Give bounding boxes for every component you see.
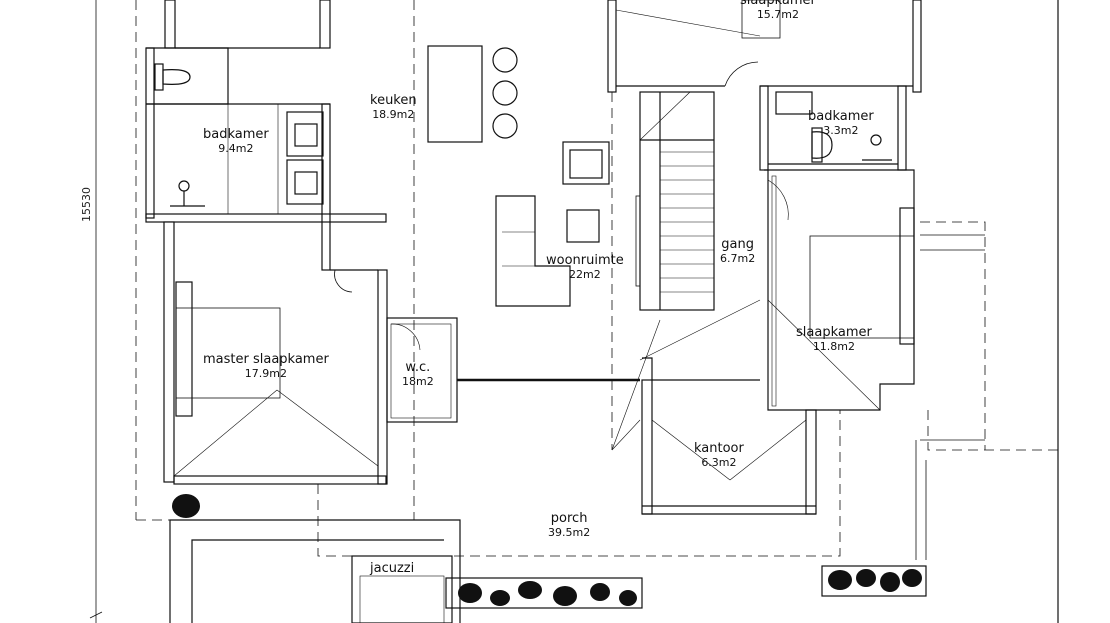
- room-label-master-slaapkamer: master slaapkamer 17.9m2: [203, 352, 329, 381]
- pool: [169, 519, 643, 623]
- staircase: [635, 91, 715, 311]
- sink-left-icon: [286, 111, 324, 205]
- room-label-woonruimte: woonruimte 22m2: [546, 253, 624, 282]
- master-bedroom-walls: [163, 221, 388, 485]
- room-label-slaapkamer-right: slaapkamer 11.8m2: [796, 325, 872, 354]
- left-wing-walls: [145, 0, 387, 271]
- kitchen-island: [413, 0, 518, 520]
- top-right-bedroom: [607, 0, 922, 93]
- room-label-wc: w.c. 18m2: [402, 360, 434, 389]
- dimension-label: 15530: [80, 187, 93, 222]
- room-label-keuken: keuken 18.9m2: [370, 93, 417, 122]
- wc-walls: [386, 317, 640, 423]
- right-bedroom: [764, 169, 915, 411]
- room-label-jacuzzi: jacuzzi: [370, 561, 415, 576]
- kantoor-walls: [641, 357, 817, 515]
- planter-right: [821, 565, 927, 597]
- planter-shrubs: [172, 494, 922, 606]
- room-label-gang: gang 6.7m2: [720, 237, 756, 266]
- room-label-badkamer-left: badkamer 9.4m2: [203, 127, 269, 156]
- room-label-badkamer-right: badkamer 3.3m2: [808, 109, 874, 138]
- room-label-porch: porch 39.5m2: [548, 511, 591, 540]
- toilet-left-icon: [154, 63, 191, 91]
- living-furniture: [495, 141, 610, 307]
- shower-left-icon: [170, 180, 205, 207]
- room-label-kantoor: kantoor 6.3m2: [694, 441, 744, 470]
- room-label-slaapkamer-top: slaapkamer 15.7m2: [740, 0, 816, 21]
